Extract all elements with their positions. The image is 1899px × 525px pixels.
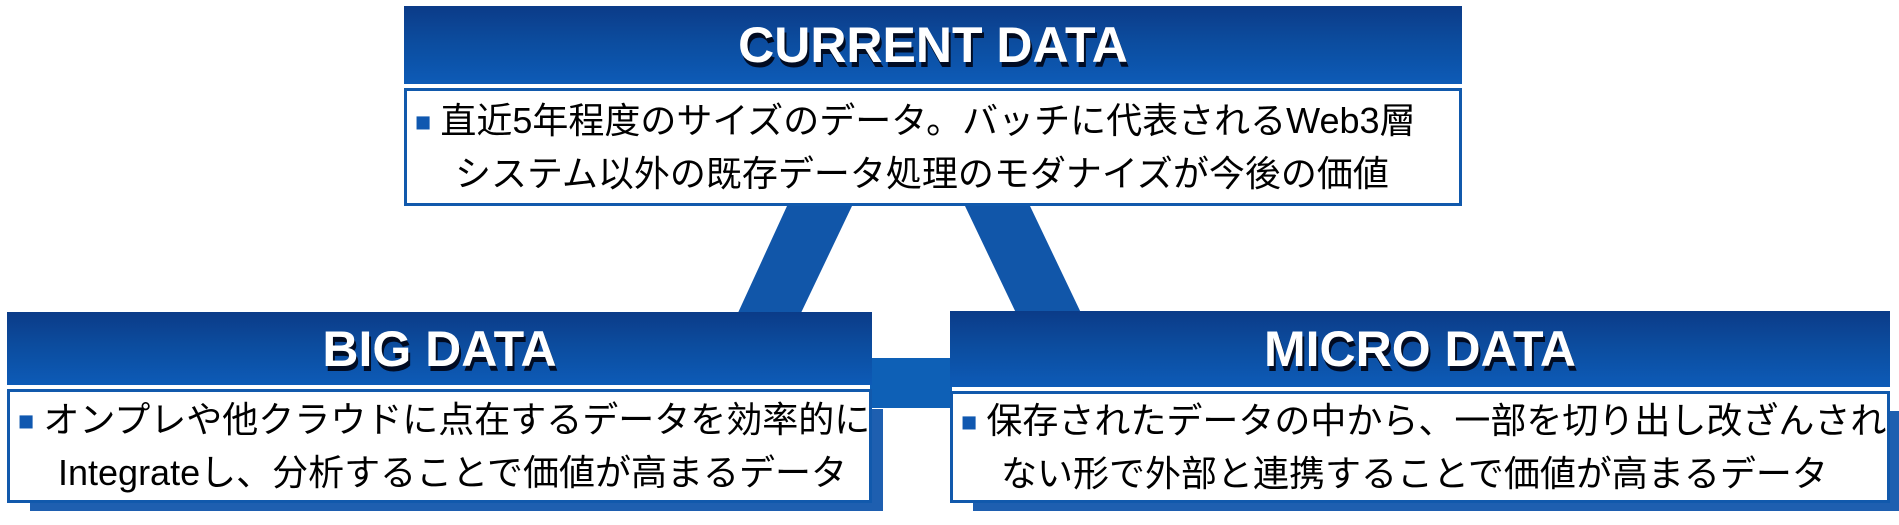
current-data-body-text-2: システム以外の既存データ処理のモダナイズが今後の価値 bbox=[455, 152, 1389, 194]
connector-left-diagonal bbox=[737, 206, 852, 315]
bullet-square-icon: ■ bbox=[415, 106, 432, 137]
micro-data-body-line-2: ない形で外部と連携することで価値が高まるデータ bbox=[1001, 448, 1879, 500]
connector-center-bar bbox=[870, 358, 952, 408]
bullet-square-icon: ■ bbox=[18, 405, 35, 436]
big-data-body-line-2: Integrateし、分析することで価値が高まるデータ bbox=[58, 447, 861, 499]
micro-data-body-line-1: ■ 保存されたデータの中から、一部を切り出し改ざんされ bbox=[961, 395, 1886, 448]
connector-right-diagonal bbox=[965, 206, 1082, 315]
big-data-header: BIG DATA bbox=[7, 312, 872, 385]
micro-data-title: MICRO DATA bbox=[1264, 321, 1576, 377]
current-data-body-text-1: 直近5年程度のサイズのデータ。バッチに代表されるWeb3層 bbox=[440, 99, 1416, 141]
current-data-body: ■ 直近5年程度のサイズのデータ。バッチに代表されるWeb3層 システム以外の既存… bbox=[404, 88, 1462, 206]
bullet-square-icon: ■ bbox=[961, 406, 978, 437]
current-data-title: CURRENT DATA bbox=[738, 17, 1128, 73]
current-data-body-line-2: システム以外の既存データ処理のモダナイズが今後の価値 bbox=[455, 148, 1451, 200]
micro-data-body-text-2: ない形で外部と連携することで価値が高まるデータ bbox=[1001, 452, 1828, 494]
current-data-body-line-1: ■ 直近5年程度のサイズのデータ。バッチに代表されるWeb3層 bbox=[415, 95, 1451, 148]
current-data-box: CURRENT DATA ■ 直近5年程度のサイズのデータ。バッチに代表されるWe… bbox=[404, 6, 1462, 206]
big-data-body-text-1: オンプレや他クラウドに点在するデータを効率的に bbox=[43, 398, 871, 440]
micro-data-body: ■ 保存されたデータの中から、一部を切り出し改ざんされ ない形で外部と連携すること… bbox=[950, 391, 1890, 503]
big-data-body-text-2: Integrateし、分析することで価値が高まるデータ bbox=[58, 451, 848, 493]
micro-data-header: MICRO DATA bbox=[950, 311, 1890, 387]
big-data-body-line-1: ■ オンプレや他クラウドに点在するデータを効率的に bbox=[18, 394, 870, 447]
big-data-title: BIG DATA bbox=[322, 320, 557, 377]
big-data-body: ■ オンプレや他クラウドに点在するデータを効率的に Integrateし、分析する… bbox=[7, 389, 872, 503]
micro-data-body-text-1: 保存されたデータの中から、一部を切り出し改ざんされ bbox=[986, 399, 1887, 441]
big-data-box: BIG DATA ■ オンプレや他クラウドに点在するデータを効率的に Integr… bbox=[7, 312, 872, 503]
current-data-header: CURRENT DATA bbox=[404, 6, 1462, 84]
micro-data-box: MICRO DATA ■ 保存されたデータの中から、一部を切り出し改ざんされ ない… bbox=[950, 311, 1890, 503]
